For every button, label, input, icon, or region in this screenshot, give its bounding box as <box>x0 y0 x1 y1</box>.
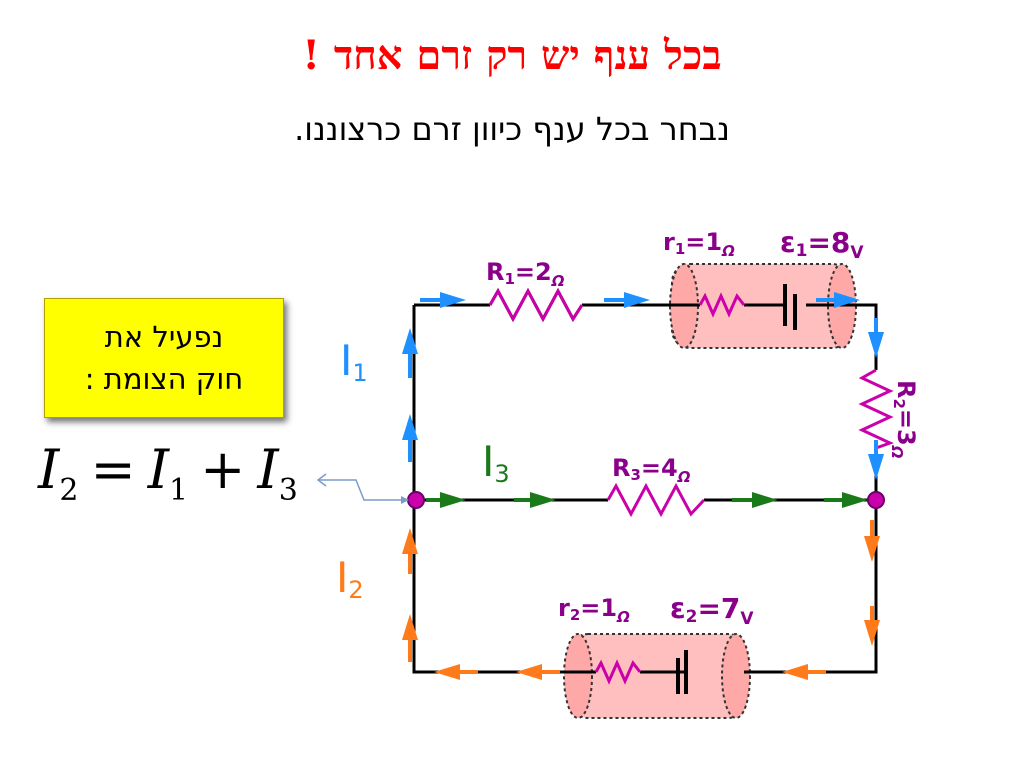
junction-rule-note: נפעיל את חוק הצומת : <box>44 298 284 418</box>
eq-term2-sub: 3 <box>278 472 298 508</box>
i1-arrow <box>816 292 860 308</box>
i2-arrow <box>434 664 478 680</box>
current-label-i3: I3 <box>482 437 510 488</box>
label-R2: R2=3Ω <box>888 380 920 459</box>
resistor-R3 <box>606 482 706 518</box>
battery-2-capsule <box>563 633 751 719</box>
i3-arrow <box>426 492 466 508</box>
label-r1: r1=1Ω <box>663 228 735 260</box>
label-r2: r2=1Ω <box>558 594 630 626</box>
equation-callout-connector <box>318 479 409 504</box>
current-label-i2: I2 <box>336 553 364 604</box>
i2-arrow <box>864 606 880 646</box>
junction-equation: I2=I1+I3 <box>38 438 298 508</box>
resistor-R2 <box>858 368 894 450</box>
battery-2-symbol <box>676 650 688 694</box>
i2-arrow <box>402 528 418 574</box>
eq-plus: + <box>200 438 246 501</box>
eq-lhs-symbol: I <box>38 438 60 501</box>
eq-term1-sub: 1 <box>169 472 189 508</box>
i3-arrow <box>732 492 778 508</box>
eq-equals: = <box>90 438 136 501</box>
i3-arrow <box>514 492 556 508</box>
resistor-r1 <box>698 292 746 318</box>
i2-arrow <box>516 664 560 680</box>
page-title: בכל ענף יש רק זרם אחד ! <box>302 32 722 79</box>
i2-arrow <box>402 614 418 662</box>
i2-arrow <box>864 520 880 562</box>
page-subtitle: נבחר בכל ענף כיוון זרם כרצוננו. <box>294 110 730 148</box>
battery-1-symbol <box>783 284 797 330</box>
note-line-2: חוק הצומת : <box>84 362 244 396</box>
i1-arrow <box>420 292 466 308</box>
eq-term1-symbol: I <box>147 438 170 501</box>
label-R1: R1=2Ω <box>486 258 565 290</box>
resistor-r2 <box>594 659 642 685</box>
label-e1: ε1=8V <box>780 226 864 263</box>
i1-arrow <box>402 414 418 462</box>
i1-arrow <box>868 318 884 358</box>
label-R3: R3=4Ω <box>612 454 691 486</box>
i1-arrow <box>402 328 418 378</box>
current-label-i1: I1 <box>340 336 368 387</box>
junction-node-left <box>407 491 425 509</box>
note-line-1: נפעיל את <box>104 320 224 354</box>
label-e2: ε2=7V <box>670 592 754 629</box>
i3-arrow <box>824 492 868 508</box>
i2-arrow <box>782 664 826 680</box>
junction-node-right <box>867 491 885 509</box>
eq-lhs-sub: 2 <box>59 472 79 508</box>
i1-arrow <box>604 292 650 308</box>
top-wire <box>414 303 878 370</box>
i1-arrow <box>868 440 884 480</box>
eq-term2-symbol: I <box>257 438 279 501</box>
